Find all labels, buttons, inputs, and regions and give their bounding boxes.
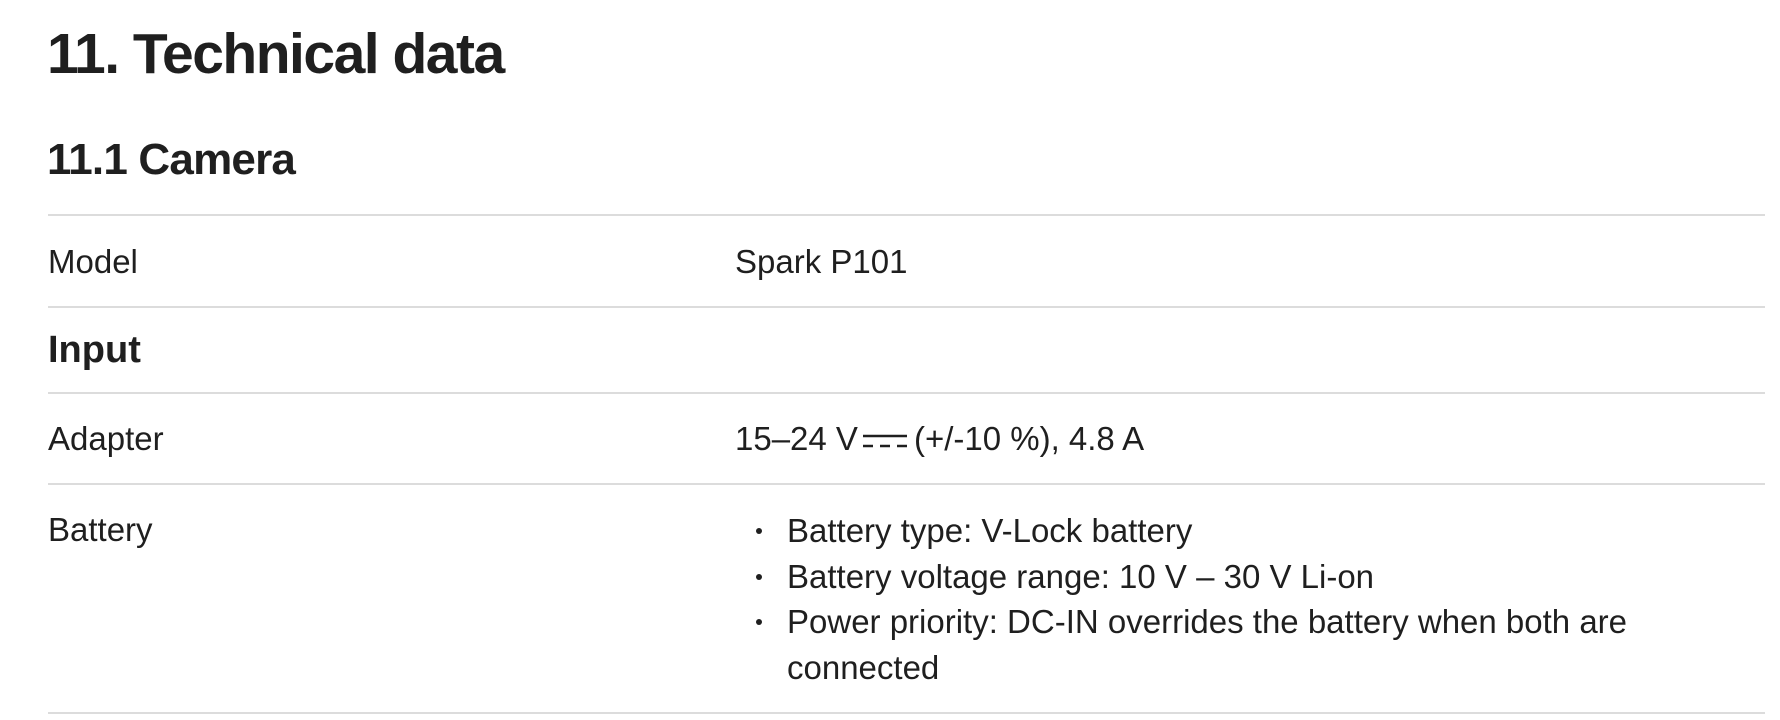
input-heading: Input (48, 329, 141, 371)
table-row-adapter: Adapter 15–24 V (+/-10 %), 4.8 A (48, 394, 1765, 485)
bullet-icon (756, 619, 762, 625)
model-label: Model (48, 243, 138, 280)
table-row-battery: Battery Battery type: V-Lock battery Bat… (48, 485, 1765, 714)
battery-details-list: Battery type: V-Lock battery Battery vol… (735, 508, 1755, 690)
list-item: Power priority: DC-IN overrides the batt… (735, 599, 1755, 690)
adapter-voltage: 15–24 V (735, 420, 858, 457)
table-row-input-heading: Input (48, 308, 1765, 394)
adapter-tolerance-current: (+/-10 %), 4.8 A (913, 420, 1145, 457)
dc-current-icon (862, 434, 907, 448)
specs-table: Model Spark P101 Input Adapter 15–24 V (+… (48, 214, 1765, 714)
list-item: Battery voltage range: 10 V – 30 V Li-on (735, 554, 1755, 600)
battery-label: Battery (48, 511, 153, 548)
list-item: Battery type: V-Lock battery (735, 508, 1755, 554)
adapter-value: 15–24 V (+/-10 %), 4.8 A (735, 417, 1144, 461)
model-value: Spark P101 (735, 243, 908, 280)
adapter-label: Adapter (48, 420, 164, 457)
table-row-model: Model Spark P101 (48, 216, 1765, 308)
page-title: 11. Technical data (47, 22, 505, 86)
bullet-icon (756, 528, 762, 534)
bullet-icon (756, 573, 762, 580)
section-title: 11.1 Camera (47, 135, 296, 184)
